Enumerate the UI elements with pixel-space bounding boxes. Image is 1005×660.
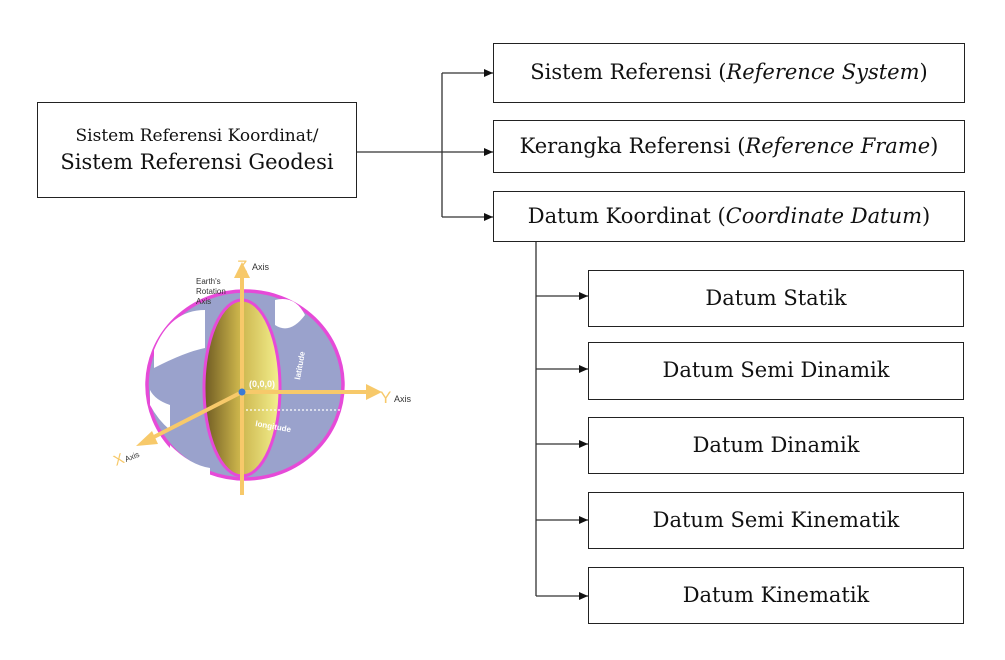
box-datum-kinematik: Datum Kinematik (588, 567, 964, 624)
sistem-referensi-label: Sistem Referensi ( (530, 60, 727, 85)
box-sistem-referensi: Sistem Referensi (Reference System) (493, 43, 965, 103)
x-axis-line (147, 390, 243, 442)
rotation-label-2: Rotation (196, 287, 226, 296)
globe-patch-lower-left (150, 390, 170, 430)
x-axis-word: Axis (123, 450, 140, 464)
sistem-referensi-close: ) (919, 60, 928, 85)
box-datum-statik: Datum Statik (588, 270, 964, 327)
globe-patch-left (154, 310, 205, 368)
box-datum-koordinat: Datum Koordinat (Coordinate Datum) (493, 191, 965, 242)
box-datum-semi-kinematik: Datum Semi Kinematik (588, 492, 964, 549)
reference-system-label: Reference System (726, 60, 920, 85)
root-label-line2: Sistem Referensi Geodesi (60, 150, 334, 174)
datum-statik-label: Datum Statik (705, 285, 847, 310)
rotation-label-3: Axis (196, 297, 211, 306)
datum-koordinat-label: Datum Koordinat ( (527, 203, 726, 228)
z-axis-word: Axis (252, 262, 270, 272)
y-axis-label: Y (380, 388, 391, 407)
rotation-label-1: Earth's (196, 277, 221, 286)
root-label-line1: Sistem Referensi Koordinat/ (75, 126, 319, 146)
earth-coordinate-illustration: Z Axis Earth's Rotation Axis Y Axis X Ax… (111, 257, 412, 495)
coordinate-datum-label: Coordinate Datum (725, 203, 923, 228)
z-axis-arrowhead (234, 262, 250, 278)
kerangka-referensi-close: ) (930, 133, 939, 158)
z-axis-label: Z (237, 257, 247, 276)
root-box: Sistem Referensi Koordinat/ Sistem Refer… (37, 102, 357, 198)
box-kerangka-referensi: Kerangka Referensi (Reference Frame) (493, 120, 965, 173)
origin-label: (0,0,0) (249, 379, 275, 389)
origin-point (238, 388, 246, 396)
y-axis-arrowhead (366, 384, 382, 400)
kerangka-referensi-label: Kerangka Referensi ( (519, 133, 746, 158)
datum-semi-dinamik-label: Datum Semi Dinamik (662, 358, 890, 383)
y-axis-word: Axis (394, 394, 412, 404)
datum-koordinat-close: ) (922, 203, 931, 228)
globe-patch-bottom (170, 445, 210, 485)
box-datum-dinamik: Datum Dinamik (588, 417, 964, 474)
x-axis-arrowhead (136, 431, 158, 446)
globe-patch-upper-right (275, 299, 305, 329)
datum-kinematik-label: Datum Kinematik (682, 582, 870, 607)
datum-semi-kinematik-label: Datum Semi Kinematik (652, 507, 900, 532)
reference-frame-label: Reference Frame (745, 133, 931, 158)
datum-dinamik-label: Datum Dinamik (692, 432, 860, 457)
box-datum-semi-dinamik: Datum Semi Dinamik (588, 342, 964, 400)
